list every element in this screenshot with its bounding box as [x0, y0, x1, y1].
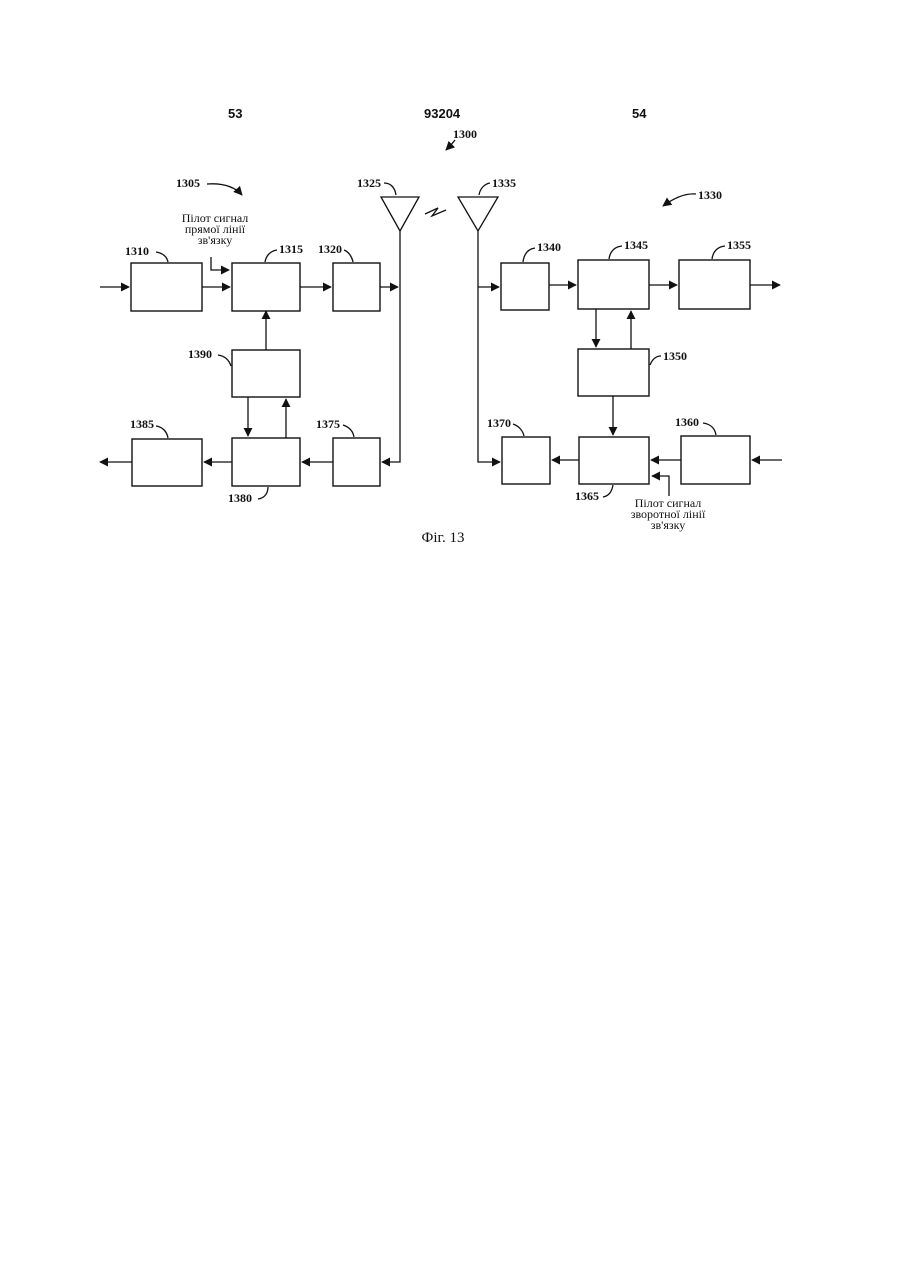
ref-1380: 1380 — [228, 491, 252, 505]
ref-1350: 1350 — [663, 349, 687, 363]
ref-1330: 1330 — [698, 188, 722, 202]
ref-1370: 1370 — [487, 416, 511, 430]
ref-1325: 1325 — [357, 176, 381, 190]
ref-1390: 1390 — [188, 347, 212, 361]
block-1340 — [501, 263, 549, 310]
ref-1335: 1335 — [492, 176, 516, 190]
reverse-pilot-line3: зв'язку — [651, 518, 686, 532]
ref-1300: 1300 — [453, 127, 477, 141]
wireless-link-icon — [425, 208, 446, 216]
block-1360 — [681, 436, 750, 484]
antenna-1325-icon — [381, 197, 419, 231]
block-1380 — [232, 438, 300, 486]
ref-1310: 1310 — [125, 244, 149, 258]
block-1375 — [333, 438, 380, 486]
ref-1315: 1315 — [279, 242, 303, 256]
block-1385 — [132, 439, 202, 486]
figure-caption: Фіг. 13 — [422, 530, 465, 546]
block-1355 — [679, 260, 750, 309]
block-1350 — [578, 349, 649, 396]
ref-1340: 1340 — [537, 240, 561, 254]
block-1315 — [232, 263, 300, 311]
antenna-1335-icon — [458, 197, 498, 231]
forward-pilot-line3: зв'язку — [198, 233, 233, 247]
ref-1375: 1375 — [316, 417, 340, 431]
block-1345 — [578, 260, 649, 309]
ref-1345: 1345 — [624, 238, 648, 252]
ref-1320: 1320 — [318, 242, 342, 256]
ref-1355: 1355 — [727, 238, 751, 252]
block-1365 — [579, 437, 649, 484]
block-1320 — [333, 263, 380, 311]
ref-1385: 1385 — [130, 417, 154, 431]
block-1310 — [131, 263, 202, 311]
ref-1365: 1365 — [575, 489, 599, 503]
ref-1305: 1305 — [176, 176, 200, 190]
ref-1360: 1360 — [675, 415, 699, 429]
block-1370 — [502, 437, 550, 484]
block-1390 — [232, 350, 300, 397]
